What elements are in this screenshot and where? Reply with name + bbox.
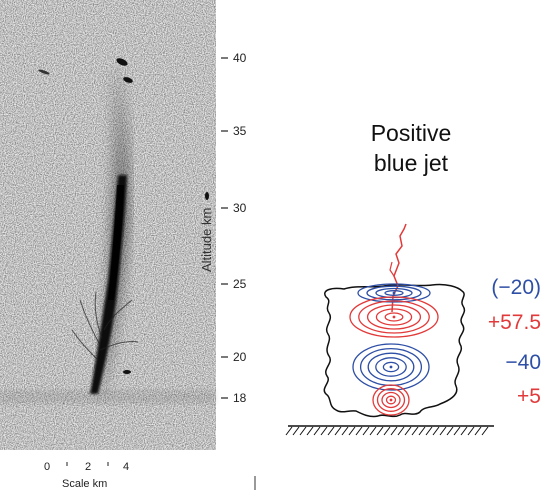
scale-tick-label: 4 bbox=[123, 461, 129, 473]
altitude-tick-label: 35 bbox=[233, 124, 247, 138]
lower-positive-charge-contours bbox=[372, 384, 410, 416]
upper-positive-charge-contours bbox=[349, 296, 439, 338]
altitude-tick-label: 30 bbox=[233, 201, 247, 215]
ground-line bbox=[285, 425, 494, 436]
thundercloud-outline bbox=[323, 283, 466, 418]
charge-label-main-negative: −40 bbox=[505, 351, 541, 374]
altitude-axis: 40 35 30 25 20 18 Altitude km bbox=[199, 51, 247, 405]
main-negative-charge-contours bbox=[352, 343, 430, 391]
diagram-title-line2: blue jet bbox=[374, 150, 449, 176]
blue-jet-photo bbox=[0, 0, 216, 450]
charge-label-upper-negative: (−20) bbox=[491, 276, 541, 299]
altitude-tick-label: 25 bbox=[233, 277, 247, 291]
scale-tick-label: 0 bbox=[44, 461, 50, 473]
altitude-tick-label: 20 bbox=[233, 350, 247, 364]
diagram-title-line1: Positive bbox=[371, 120, 452, 146]
jet-branch bbox=[389, 261, 395, 277]
scale-bar-label: Scale km bbox=[62, 478, 107, 490]
scale-bar: 0 2 4 Scale km bbox=[44, 461, 129, 490]
altitude-tick-label: 18 bbox=[233, 391, 247, 405]
altitude-axis-label: Altitude km bbox=[199, 208, 214, 272]
scale-tick-label: 2 bbox=[85, 461, 91, 473]
upper-negative-charge-contours bbox=[357, 283, 431, 303]
altitude-tick-label: 40 bbox=[233, 51, 247, 65]
charge-label-upper-positive: +57.5 bbox=[488, 311, 541, 334]
charge-label-lower-positive: +5 bbox=[517, 385, 541, 408]
blue-jet-diagram: Positive blue jet (−20) +57.5 −40 +5 bbox=[285, 120, 541, 436]
